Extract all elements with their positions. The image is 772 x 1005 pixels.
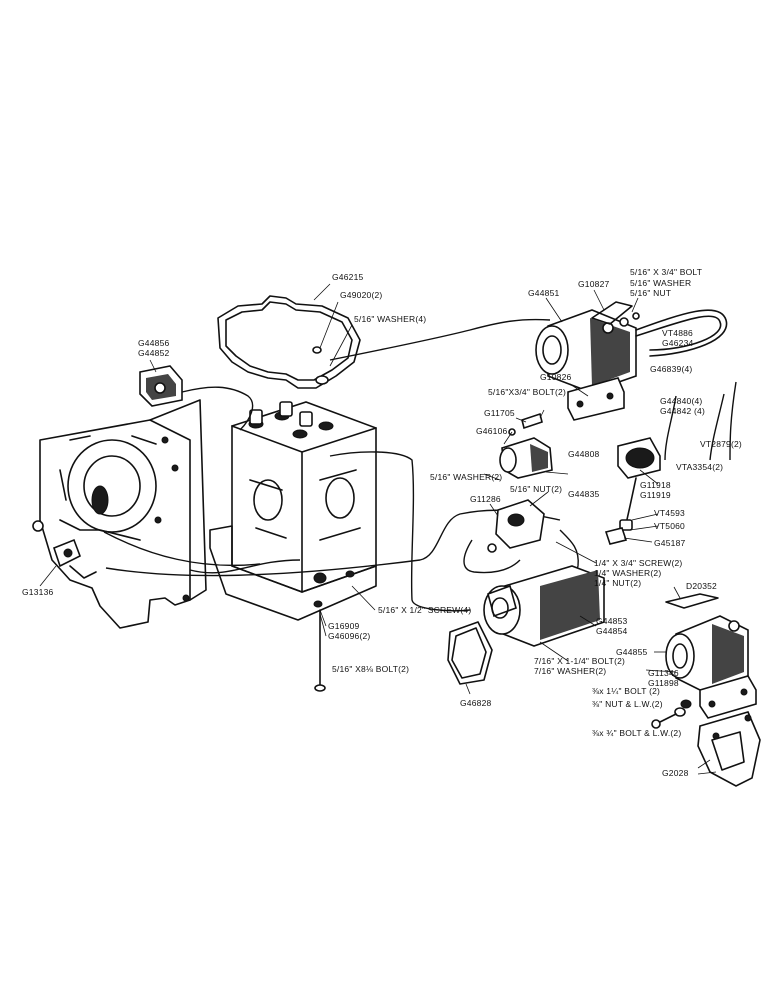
label-g44842: G44842 (4): [660, 406, 705, 416]
generator-bracket-lower: [699, 675, 757, 719]
label-bolt38x34lw: ⅜x ¾" BOLT & L.W.(2): [592, 728, 681, 738]
generator-bracket: [567, 377, 625, 421]
label-vt5060: VT5060: [654, 521, 685, 531]
switch-g13136: [32, 520, 97, 579]
label-g46106: G46106: [476, 426, 508, 436]
fan-belt: [635, 309, 728, 357]
part-labels: G46215 G49020(2) 5/16" WASHER(4) G44851 …: [22, 267, 742, 778]
label-bolt516x34: 5/16" X 3/4" BOLT: [630, 267, 702, 277]
label-g44854: G44854: [596, 626, 628, 636]
label-washer516-2: 5/16" WASHER(2): [430, 472, 502, 482]
label-screw516x12: 5/16" X 1/2" SCREW(4): [378, 605, 471, 615]
flywheel-housing: [39, 399, 207, 629]
label-g46096: G46096(2): [328, 631, 370, 641]
label-bolt516x34-2: 5/16"X3/4" BOLT(2): [488, 387, 566, 397]
adjusting-strap: [591, 301, 633, 325]
solenoid: [499, 437, 553, 479]
label-g46828: G46828: [460, 698, 492, 708]
bolt-set-top: [619, 312, 640, 327]
label-g45187: G45187: [654, 538, 686, 548]
label-g44856: G44856: [138, 338, 170, 348]
distributor: [617, 437, 661, 531]
battery: [231, 401, 377, 593]
generator-top: [535, 309, 637, 393]
label-g46234: G46234: [662, 338, 694, 348]
label-g11898: G11898: [648, 678, 679, 688]
label-g44852: G44852: [138, 348, 170, 358]
cover-gasket: [217, 295, 361, 389]
voltage-regulator: [139, 365, 183, 407]
label-g10827: G10827: [578, 279, 610, 289]
label-washer14: 1/4" WASHER(2): [594, 568, 661, 578]
label-g44853: G44853: [596, 616, 628, 626]
label-vt4886: VT4886: [662, 328, 693, 338]
label-g2028: G2028: [662, 768, 689, 778]
mounting-bracket-g2028: [697, 711, 761, 787]
label-g11286: G11286: [470, 494, 501, 504]
label-bolt38x114: ⅜x 1¼" BOLT (2): [592, 686, 660, 696]
generator-lower: [665, 615, 749, 693]
label-g49020: G49020(2): [340, 290, 382, 300]
label-g10826: G10826: [540, 372, 572, 382]
battery-tray: [209, 525, 377, 621]
label-g11918: G11918: [640, 480, 671, 490]
label-g44835: G44835: [568, 489, 600, 499]
bolts-lower: [651, 699, 692, 729]
label-g44855: G44855: [616, 647, 648, 657]
label-g44851: G44851: [528, 288, 560, 298]
label-d20352: D20352: [686, 581, 717, 591]
label-g11346: G11346: [648, 668, 679, 678]
leader-lines: [39, 283, 717, 775]
label-washer716: 7/16" WASHER(2): [534, 666, 606, 676]
label-vta3354: VTA3354(2): [676, 462, 723, 472]
label-nutlw38: ⅜" NUT & L.W.(2): [592, 699, 663, 709]
label-g11919: G11919: [640, 490, 671, 500]
coil: [487, 499, 545, 553]
small-bracket: [508, 412, 543, 436]
starter-motor: [483, 565, 605, 647]
label-g44808: G44808: [568, 449, 600, 459]
strap-d20352: [665, 593, 719, 609]
label-nut14: 1/4" NUT(2): [594, 578, 641, 588]
condenser: [604, 527, 628, 545]
label-vt2879: VT2879(2): [700, 439, 742, 449]
label-nut516-2: 5/16" NUT(2): [510, 484, 562, 494]
label-bolt716: 7/16" X 1-1/4" BOLT(2): [534, 656, 625, 666]
label-g46215: G46215: [332, 272, 364, 282]
label-bolt516x8: 5/16" X8⅛ BOLT(2): [332, 664, 409, 674]
label-g46839: G46839(4): [650, 364, 692, 374]
label-g16909: G16909: [328, 621, 360, 631]
label-nut516: 5/16" NUT: [630, 288, 671, 298]
label-screw14x34: 1/4" X 3/4" SCREW(2): [594, 558, 682, 568]
label-washer516: 5/16" WASHER: [630, 278, 691, 288]
label-vt4593: VT4593: [654, 508, 685, 518]
label-g13136: G13136: [22, 587, 54, 597]
label-g11705: G11705: [484, 408, 515, 418]
label-washer516-4: 5/16" WASHER(4): [354, 314, 426, 324]
label-g44840: G44840(4): [660, 396, 702, 406]
long-bolt: [314, 609, 326, 692]
starter-gasket: [447, 621, 493, 685]
